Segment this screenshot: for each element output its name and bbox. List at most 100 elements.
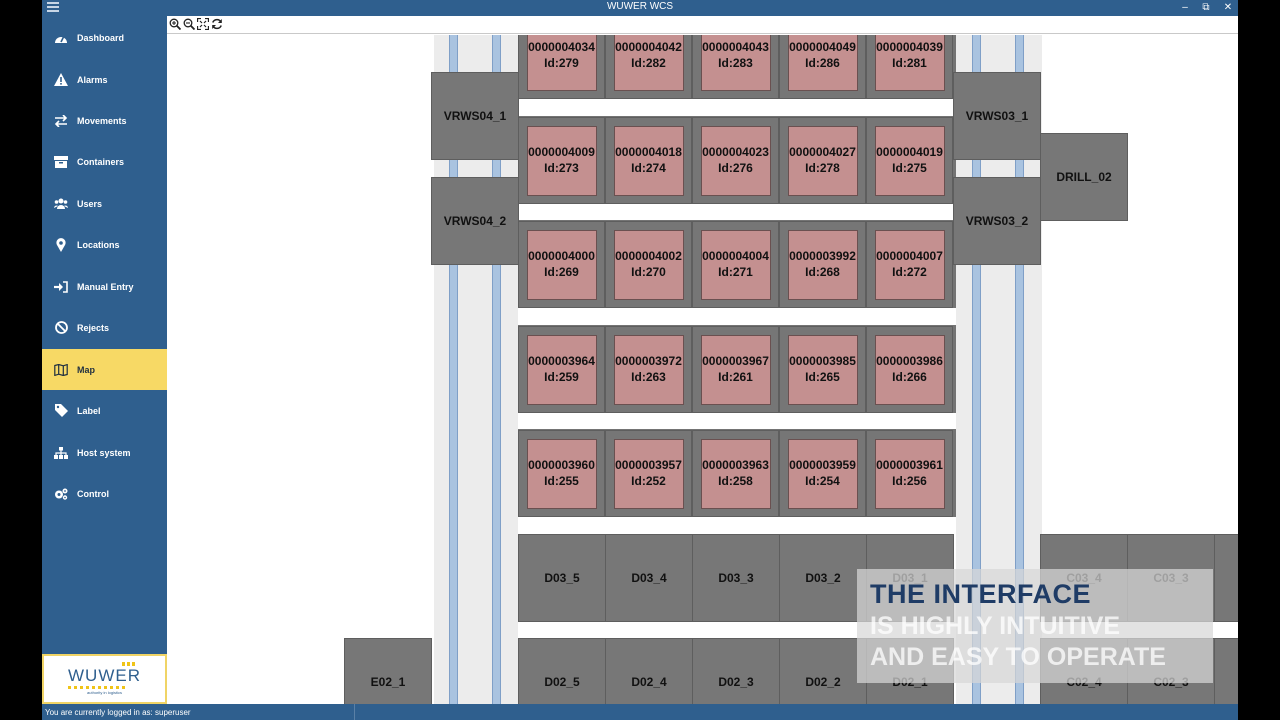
location-c03-next[interactable] [1214, 534, 1238, 622]
container-code: 0000003986 [876, 354, 943, 368]
sidebar-item-alarms[interactable]: Alarms [42, 59, 167, 100]
station-vrws04-2[interactable]: VRWS04_2 [431, 177, 519, 265]
close-button[interactable]: ✕ [1223, 2, 1233, 13]
sidebar-item-host-system[interactable]: Host system [42, 432, 167, 473]
sidebar-item-map[interactable]: Map [42, 349, 167, 390]
location-d02-2[interactable]: D02_2 [779, 638, 867, 704]
rail [449, 35, 458, 704]
station-vrws03-2[interactable]: VRWS03_2 [953, 177, 1041, 265]
sidebar-item-label: Map [77, 364, 95, 375]
container-code: 0000004039 [876, 40, 943, 54]
container-id: Id:254 [805, 474, 840, 488]
location-d02-3[interactable]: D02_3 [692, 638, 780, 704]
container-code: 0000003964 [528, 354, 595, 368]
sidebar-item-label: Control [77, 488, 109, 499]
container-box [875, 335, 945, 405]
container-box [875, 126, 945, 196]
station-vrws03-1[interactable]: VRWS03_1 [953, 72, 1041, 160]
sign-in-icon [54, 280, 68, 294]
container-box [875, 230, 945, 300]
sidebar-item-label: Dashboard [77, 32, 125, 43]
sidebar-item-label: Label [77, 405, 101, 416]
minimize-button[interactable]: – [1182, 2, 1188, 13]
window-title: WUWER WCS [606, 1, 674, 12]
sidebar-item-rejects[interactable]: Rejects [42, 307, 167, 348]
container-code: 0000004000 [528, 249, 595, 263]
pin-icon [54, 237, 68, 252]
sidebar-item-manual-entry[interactable]: Manual Entry [42, 266, 167, 307]
rail [1015, 35, 1024, 704]
refresh-icon[interactable] [211, 18, 223, 30]
container-id: Id:282 [631, 56, 666, 70]
hamburger-menu-icon[interactable] [47, 2, 59, 13]
container-code: 0000004009 [528, 145, 595, 159]
sidebar-item-locations[interactable]: Locations [42, 224, 167, 265]
location-d03-2[interactable]: D03_2 [779, 534, 867, 622]
sitemap-icon [54, 446, 68, 460]
sidebar-item-label: Alarms [77, 74, 108, 85]
container-id: Id:278 [805, 161, 840, 175]
sidebar-item-label: Containers [77, 156, 125, 167]
location-d02-5[interactable]: D02_5 [518, 638, 606, 704]
container-code: 0000004049 [789, 40, 856, 54]
title-bar: WUWER WCS – ⧉ ✕ [42, 0, 1238, 16]
app-window: WUWER WCS – ⧉ ✕ Dashboard Alarms Movemen… [42, 0, 1238, 720]
location-e02-1[interactable]: E02_1 [344, 638, 432, 704]
sidebar-item-users[interactable]: Users [42, 183, 167, 224]
container-code: 0000004043 [702, 40, 769, 54]
sidebar-item-movements[interactable]: Movements [42, 100, 167, 141]
status-bar: You are currently logged in as: superuse… [42, 704, 1238, 720]
container-id: Id:272 [892, 265, 927, 279]
zoom-in-icon[interactable] [169, 18, 182, 31]
sidebar-item-dashboard[interactable]: Dashboard [42, 17, 167, 58]
sidebar-item-label: Manual Entry [77, 281, 134, 292]
sidebar-item-label: Movements [77, 115, 127, 126]
map-icon [54, 363, 68, 377]
location-c02-next[interactable] [1214, 638, 1238, 704]
location-d02-4[interactable]: D02_4 [605, 638, 693, 704]
sidebar-item-containers[interactable]: Containers [42, 141, 167, 182]
station-vrws04-1[interactable]: VRWS04_1 [431, 72, 519, 160]
container-code: 0000003961 [876, 458, 943, 472]
container-box [614, 35, 684, 91]
rail [492, 35, 501, 704]
fit-icon[interactable] [196, 17, 210, 31]
sidebar-item-label: Users [77, 198, 103, 209]
arrows-icon [54, 114, 68, 128]
location-d03-4[interactable]: D03_4 [605, 534, 693, 622]
location-d03-5[interactable]: D03_5 [518, 534, 606, 622]
sidebar-item-control[interactable]: Control [42, 473, 167, 514]
location-d03-3[interactable]: D03_3 [692, 534, 780, 622]
container-id: Id:276 [718, 161, 753, 175]
station-drill-02[interactable]: DRILL_02 [1040, 133, 1128, 221]
sidebar-item-label-page[interactable]: Label [42, 390, 167, 431]
container-code: 0000004004 [702, 249, 769, 263]
maximize-button[interactable]: ⧉ [1202, 2, 1210, 13]
zoom-out-icon[interactable] [183, 18, 196, 31]
